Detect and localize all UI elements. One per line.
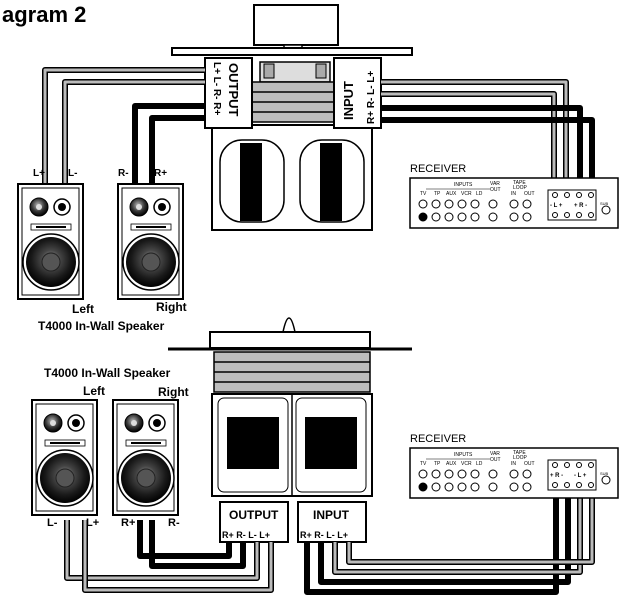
top-output-label: OUTPUT — [226, 63, 241, 117]
top-speaker-left-label: Left — [72, 302, 94, 316]
svg-text:TP: TP — [434, 461, 441, 467]
bottom-left-term-minus: L- — [47, 517, 58, 529]
svg-text:LD: LD — [476, 461, 483, 467]
bottom-right-speaker — [112, 399, 179, 516]
top-left-speaker — [17, 183, 84, 300]
bottom-receiver-title: RECEIVER — [410, 433, 466, 445]
bottom-speaker-caption: T4000 In-Wall Speaker — [44, 366, 171, 380]
bottom-left-term-plus: L+ — [86, 517, 99, 529]
svg-text:TAPE: TAPE — [513, 180, 526, 186]
bottom-heat-sink — [213, 351, 371, 393]
top-ceiling-box — [253, 4, 339, 46]
bottom-output-terms: R+ R- L- L+ — [222, 530, 270, 540]
svg-text:IN: IN — [511, 191, 516, 197]
bottom-left-speaker — [31, 399, 98, 516]
bottom-receiver: RECEIVER INPUTS TV TP AUX VCR LD VAR OUT… — [409, 433, 619, 499]
top-output-terms: L+ L- R- R+ — [211, 62, 222, 115]
top-section: L+ L- R- R+ OUTPUT INPUT R+ R- L- L+ — [17, 4, 595, 333]
bottom-right-term-minus: R- — [168, 517, 180, 529]
top-input-block: INPUT R+ R- L- L+ — [333, 57, 382, 129]
top-speaker-right-label: Right — [156, 300, 187, 314]
svg-text:LOOP: LOOP — [513, 455, 528, 461]
bottom-right-term-plus: R+ — [121, 517, 135, 529]
top-wires — [42, 67, 595, 190]
top-receiver-title: RECEIVER — [410, 163, 466, 175]
svg-text:AUX: AUX — [446, 461, 457, 467]
svg-text:TAPE: TAPE — [513, 450, 526, 456]
bottom-input-terms: R+ R- L- L+ — [300, 530, 348, 540]
svg-text:VAR: VAR — [490, 181, 500, 187]
svg-text:AUX: AUX — [446, 191, 457, 197]
svg-text:OUT: OUT — [490, 457, 501, 463]
svg-text:SUB: SUB — [600, 471, 609, 476]
top-input-label: INPUT — [341, 81, 356, 120]
bottom-speaker-right-label: Right — [158, 385, 189, 399]
svg-text:OUT: OUT — [524, 191, 535, 197]
svg-text:LOOP: LOOP — [513, 185, 528, 191]
top-receiver-sources: TV TP AUX VCR LD — [420, 191, 483, 197]
svg-text:LD: LD — [476, 191, 483, 197]
svg-text:TP: TP — [434, 191, 441, 197]
bottom-output-label: OUTPUT — [229, 508, 279, 522]
top-wire-label-r-plus: R+ — [154, 168, 167, 179]
svg-text:TV: TV — [420, 461, 427, 467]
top-wall-plate — [171, 47, 413, 56]
top-receiver-jacks — [418, 199, 532, 222]
bottom-section: OUTPUT R+ R- L- L+ INPUT R+ R- L- L+ — [31, 317, 595, 595]
top-output-block: L+ L- R- R+ OUTPUT — [204, 57, 253, 129]
svg-text:VCR: VCR — [461, 461, 472, 467]
top-receiver: RECEIVER INPUTS TV TP AUX VCR LD VAR OUT… — [409, 163, 619, 229]
svg-text:OUT: OUT — [490, 187, 501, 193]
svg-text:IN: IN — [511, 461, 516, 467]
svg-text:VAR: VAR — [490, 451, 500, 457]
svg-text:+ R -: + R - — [574, 203, 587, 209]
page-title: agram 2 — [2, 2, 86, 27]
bottom-wall-plate — [209, 331, 371, 349]
bottom-speaker-left-label: Left — [83, 384, 105, 398]
bottom-receiver-jacks — [418, 469, 532, 492]
top-input-terms: R+ R- L- L+ — [366, 71, 377, 124]
bottom-receiver-sources: TV TP AUX VCR LD — [420, 461, 483, 467]
bottom-input-block: INPUT R+ R- L- L+ — [297, 501, 367, 543]
bottom-output-block: OUTPUT R+ R- L- L+ — [219, 501, 289, 543]
top-speaker-caption: T4000 In-Wall Speaker — [38, 319, 165, 333]
top-wire-label-l-plus: L+ — [33, 168, 45, 179]
svg-text:OUT: OUT — [524, 461, 535, 467]
svg-text:- L +: - L + — [550, 203, 563, 209]
top-right-speaker — [117, 183, 184, 300]
top-receiver-inputs: INPUTS — [454, 182, 473, 188]
top-wire-label-l-minus: L- — [68, 168, 77, 179]
svg-text:+ R -: + R - — [550, 473, 563, 479]
top-receiver-terminals — [547, 189, 611, 221]
bottom-wires — [64, 490, 595, 595]
top-wire-label-r-minus: R- — [118, 168, 129, 179]
bottom-receiver-terminals — [547, 459, 611, 491]
svg-text:VCR: VCR — [461, 191, 472, 197]
svg-text:INPUTS: INPUTS — [454, 452, 473, 458]
svg-text:SUB: SUB — [600, 201, 609, 206]
bottom-input-label: INPUT — [313, 508, 350, 522]
top-heat-sink — [251, 81, 335, 123]
svg-text:- L +: - L + — [574, 473, 587, 479]
svg-text:TV: TV — [420, 191, 427, 197]
